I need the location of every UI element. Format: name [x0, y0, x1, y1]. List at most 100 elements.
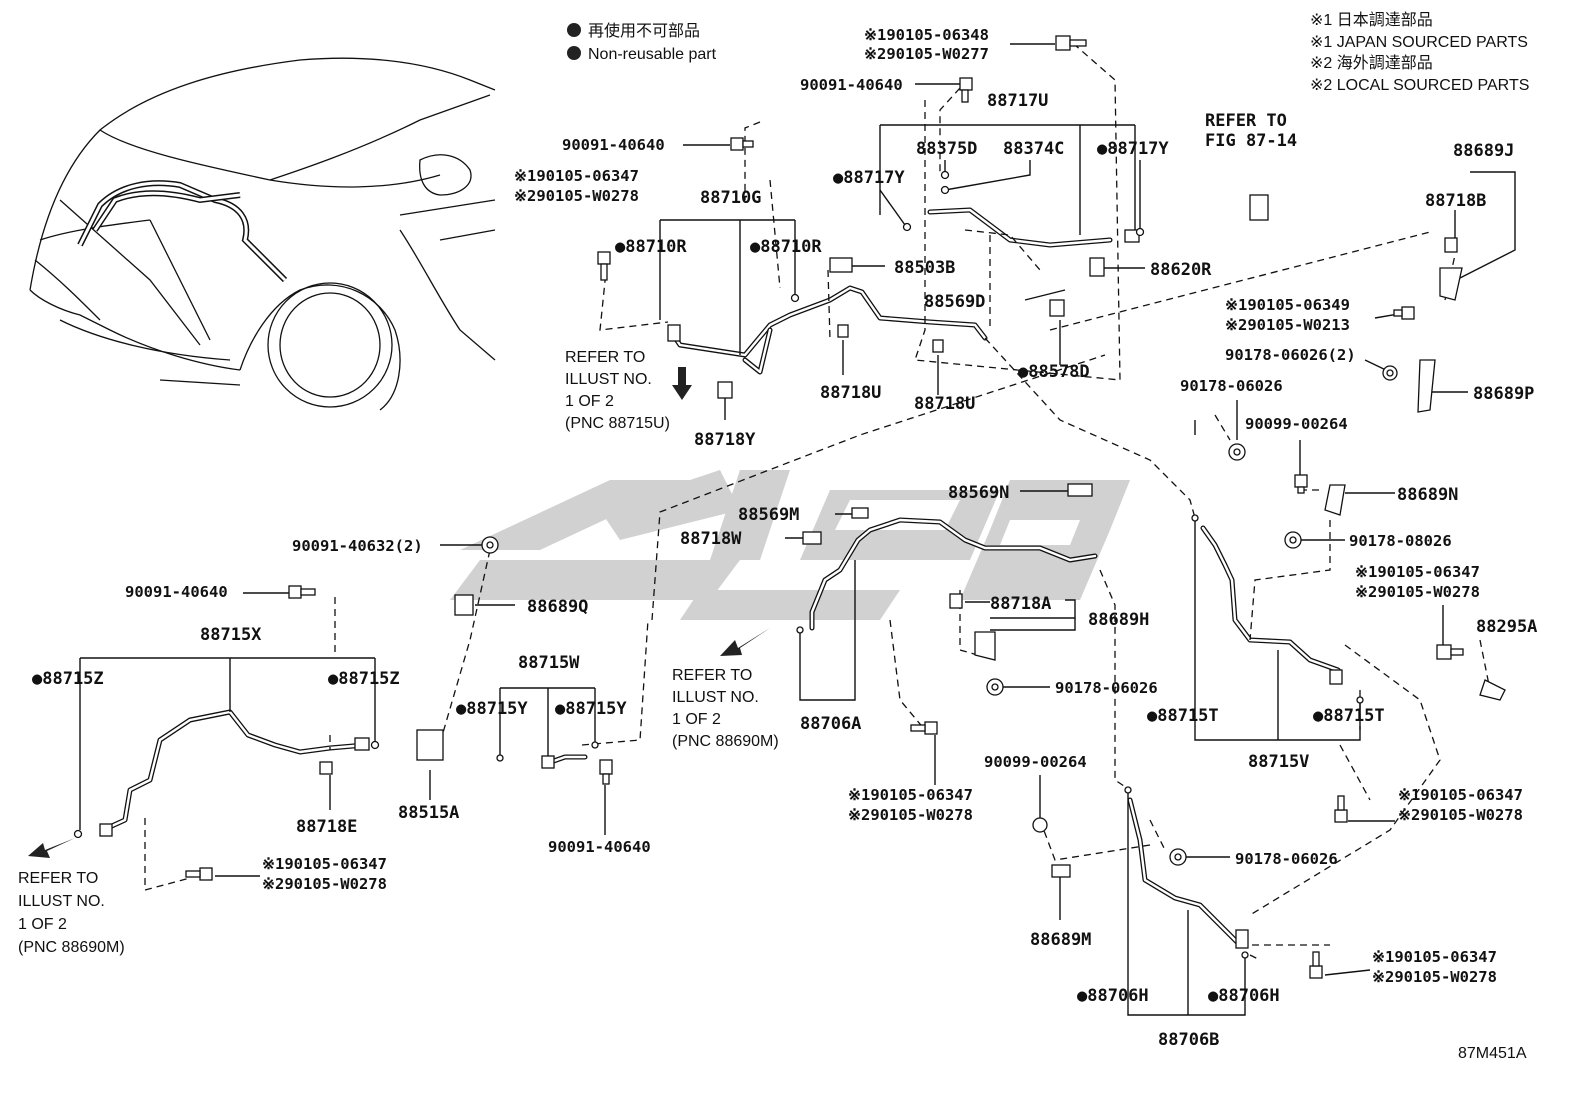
- label-88503B: 88503B: [894, 258, 955, 278]
- label-88717Y: ●88717Y: [1097, 139, 1169, 159]
- label-90091-40632-2: 90091-40632(2): [292, 537, 423, 555]
- clamp-icon: [1051, 864, 1071, 878]
- label-90105-06347: ※190105-06347: [848, 786, 973, 804]
- refer-fig-line1: REFER TO: [1205, 111, 1287, 131]
- refer-illust-line2: ILLUST NO.: [672, 689, 759, 706]
- o-ring-icon: [591, 741, 599, 749]
- car-front-illustration: [29, 57, 496, 411]
- nut-icon: [481, 536, 499, 554]
- label-88715W: 88715W: [518, 653, 580, 673]
- o-ring-icon: [902, 222, 912, 232]
- nut-icon: [986, 678, 1004, 696]
- label-90105-06349: ※190105-06349: [1225, 296, 1350, 314]
- label-88715T: ●88715T: [1147, 706, 1219, 726]
- label-88706B: 88706B: [1158, 1030, 1219, 1050]
- bolt-icon: [1334, 795, 1348, 823]
- bolt-icon: [288, 585, 316, 599]
- label-90105-W0278: ※290105-W0278: [514, 187, 639, 205]
- label-88718B: 88718B: [1425, 191, 1486, 211]
- label-88689P: 88689P: [1473, 384, 1534, 404]
- clamp-icon: [319, 761, 333, 775]
- part-labels: ※190105-06348 ※290105-W0277 90091-40640 …: [18, 26, 1537, 1062]
- label-90105-W0278: ※290105-W0278: [1372, 968, 1497, 986]
- bolt-icon: [597, 251, 611, 281]
- label-88715Z: ●88715Z: [32, 669, 104, 689]
- label-90105-06348: ※190105-06348: [864, 26, 989, 44]
- clamp-icon: [837, 324, 849, 338]
- clamp-icon: [1089, 257, 1105, 277]
- label-90091-40640: 90091-40640: [562, 136, 665, 154]
- label-88706H: ●88706H: [1077, 986, 1149, 1006]
- label-90178-08026: 90178-08026: [1349, 532, 1452, 550]
- label-88689J: 88689J: [1453, 141, 1514, 161]
- bolt-icon: [910, 721, 938, 735]
- label-88717U: 88717U: [987, 91, 1048, 111]
- clamp-icon: [932, 339, 944, 353]
- label-88689M: 88689M: [1030, 930, 1091, 950]
- o-ring-icon: [73, 829, 83, 839]
- arrow-left-icon: [720, 628, 770, 656]
- bolt-icon: [1294, 474, 1308, 494]
- o-ring-icon: [1241, 951, 1249, 959]
- diagram-id: 87M451A: [1458, 1045, 1527, 1062]
- bracket-icon: [1249, 194, 1269, 221]
- label-90091-40640: 90091-40640: [800, 76, 903, 94]
- label-88569M: 88569M: [738, 505, 799, 525]
- refer-illust-line3: 1 OF 2: [18, 916, 67, 933]
- fitting-icon: [1235, 929, 1249, 949]
- o-ring-icon: [1356, 696, 1364, 704]
- leader-lines: [79, 43, 1516, 1016]
- refer-illust-line1: REFER TO: [18, 870, 98, 887]
- label-88515A: 88515A: [398, 803, 459, 823]
- legend-local-jp: ※2 海外調達部品: [1310, 54, 1433, 72]
- label-90178-06026: 90178-06026: [1180, 377, 1283, 395]
- o-ring-icon: [496, 754, 504, 762]
- o-ring-icon: [1135, 227, 1145, 237]
- legend: 再使用不可部品 Non-reusable part ※1 日本調達部品 ※1 J…: [567, 11, 1529, 94]
- refer-illust-line2: ILLUST NO.: [565, 371, 652, 388]
- fitting-icon: [541, 755, 555, 769]
- fitting-icon: [1329, 669, 1343, 685]
- label-88715X: 88715X: [200, 625, 262, 645]
- label-90099-00264: 90099-00264: [1245, 415, 1348, 433]
- label-88718E: 88718E: [296, 817, 357, 837]
- legend-nonreusable-jp: 再使用不可部品: [588, 22, 700, 40]
- label-88374C: 88374C: [1003, 139, 1064, 159]
- label-88689H: 88689H: [1088, 610, 1149, 630]
- label-90105-06347: ※190105-06347: [1398, 786, 1523, 804]
- label-88718W: 88718W: [680, 529, 742, 549]
- label-90178-06026: 90178-06026: [1055, 679, 1158, 697]
- guide-lines: [144, 44, 1491, 961]
- label-90105-W0278: ※290105-W0278: [1398, 806, 1523, 824]
- bolt-icon: [1055, 35, 1087, 51]
- refer-fig-line2: FIG 87-14: [1205, 131, 1297, 151]
- label-90105-W0278: ※290105-W0278: [848, 806, 973, 824]
- o-ring-icon: [1191, 514, 1199, 522]
- legend-japan-en: ※1 JAPAN SOURCED PARTS: [1310, 34, 1528, 51]
- label-88375D: 88375D: [916, 139, 977, 159]
- label-88718Y: 88718Y: [694, 430, 756, 450]
- refer-illust-line1: REFER TO: [565, 349, 645, 366]
- label-88718U: 88718U: [914, 394, 975, 414]
- bolt-icon: [1393, 306, 1415, 320]
- label-90105-06347: ※190105-06347: [514, 167, 639, 185]
- label-88295A: 88295A: [1476, 617, 1537, 637]
- fitting-icon: [829, 257, 853, 273]
- label-88715Y: ●88715Y: [456, 699, 528, 719]
- label-88717Y: ●88717Y: [833, 168, 905, 188]
- refer-arrows: [28, 367, 770, 858]
- clamp-icon: [1049, 299, 1065, 317]
- refer-illust-line3: 1 OF 2: [565, 393, 614, 410]
- label-88578D: ●88578D: [1018, 362, 1090, 382]
- label-90105-W0278: ※290105-W0278: [1355, 583, 1480, 601]
- bolt-icon: [959, 77, 973, 103]
- o-ring-icon: [1124, 786, 1132, 794]
- label-90178-06026-2: 90178-06026(2): [1225, 346, 1356, 364]
- refer-illust-line4: (PNC 88690M): [672, 733, 779, 750]
- label-88718A: 88718A: [990, 594, 1051, 614]
- clamp-icon: [851, 507, 869, 519]
- clamp-icon: [802, 531, 822, 545]
- fitting-icon: [354, 737, 370, 751]
- o-ring-icon: [790, 293, 800, 303]
- nut-icon: [1169, 848, 1187, 866]
